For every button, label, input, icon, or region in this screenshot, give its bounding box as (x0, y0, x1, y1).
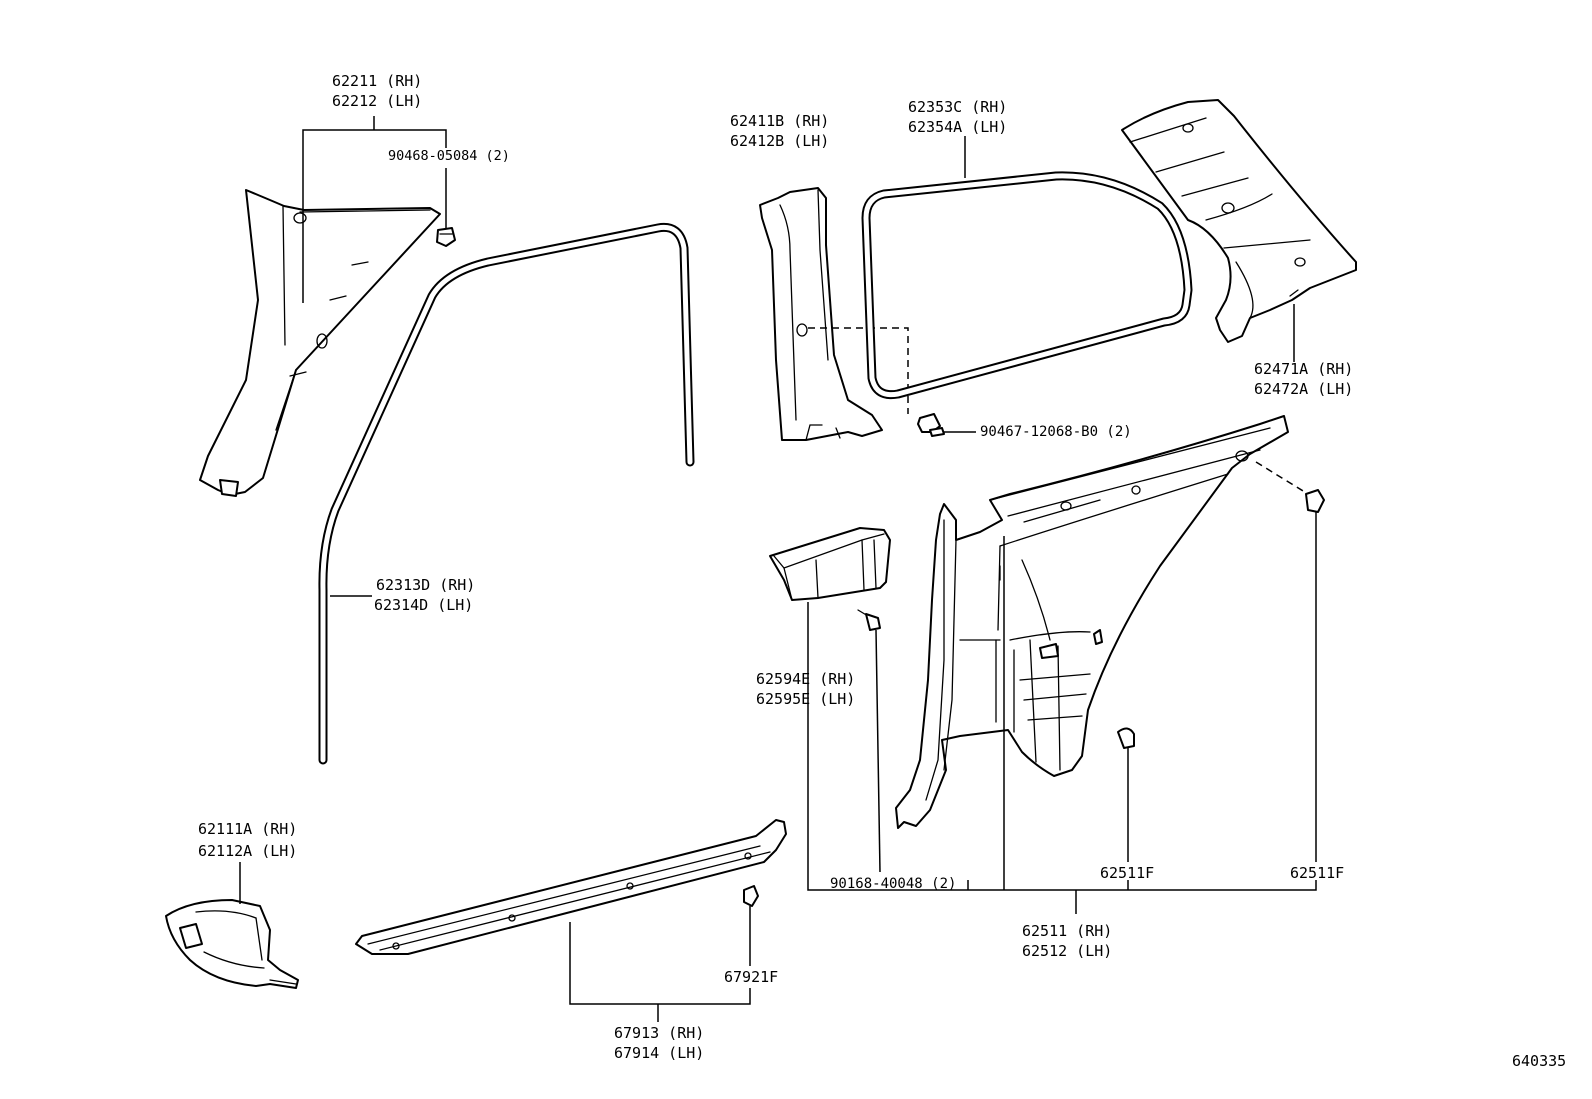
label-quarter-trim-rh: 62511 (RH) (1022, 922, 1112, 940)
label-quarter-seal-rh: 62353C (RH) (908, 98, 1007, 116)
door-weatherstrip (318, 222, 695, 765)
label-b-pillar-rh: 62411B (RH) (730, 112, 829, 130)
label-a-pillar-lh: 62212 (LH) (332, 92, 422, 110)
clip-62511f-lower-icon (1117, 727, 1135, 862)
label-quarter-trim-lh: 62512 (LH) (1022, 942, 1112, 960)
label-door-seal-lh: 62314D (LH) (374, 596, 473, 614)
quarter-trim-panel (895, 415, 1289, 829)
label-scuff-rh: 67913 (RH) (614, 1024, 704, 1042)
diagram-code: 640335 (1512, 1052, 1566, 1070)
label-a-pillar-rh: 62211 (RH) (332, 72, 422, 90)
label-scuff-lh: 67914 (LH) (614, 1044, 704, 1062)
clip-62511f-right-icon (1255, 461, 1325, 862)
clip-90467-icon (917, 413, 976, 437)
label-screw-90168: 90168-40048 (2) (830, 876, 956, 892)
clip-67921f-icon (743, 885, 759, 966)
label-quarter-seal-lh: 62354A (LH) (908, 118, 1007, 136)
leader-scuff (569, 922, 751, 1005)
label-pocket-lh: 62595E (LH) (756, 690, 855, 708)
clip-90468-icon (436, 168, 456, 247)
label-c-pillar-lh: 62472A (LH) (1254, 380, 1353, 398)
label-clip-62511f-lower: 62511F (1100, 864, 1154, 882)
a-pillar-garnish (199, 189, 441, 497)
screw-90168-icon (857, 609, 881, 873)
label-clip-67921f: 67921F (724, 968, 778, 986)
label-cowl-lh: 62112A (LH) (198, 842, 297, 860)
label-c-pillar-rh: 62471A (RH) (1254, 360, 1353, 378)
door-scuff-plate (355, 819, 787, 955)
storage-pocket (769, 527, 891, 601)
b-pillar-garnish (759, 187, 883, 441)
label-b-pillar-lh: 62412B (LH) (730, 132, 829, 150)
label-clip-90467: 90467-12068-B0 (2) (980, 424, 1132, 440)
quarter-window-weatherstrip (861, 171, 1193, 400)
leader-quarter-trim (807, 664, 1317, 891)
label-clip-62511f-right: 62511F (1290, 864, 1344, 882)
label-clip-90468: 90468-05084 (2) (388, 148, 510, 164)
label-door-seal-rh: 62313D (RH) (376, 576, 475, 594)
c-pillar-garnish (1121, 99, 1357, 343)
cowl-side-trim (165, 899, 299, 989)
leader-b-pillar-dashed (808, 327, 909, 414)
label-pocket-rh: 62594E (RH) (756, 670, 855, 688)
label-cowl-rh: 62111A (RH) (198, 820, 297, 838)
